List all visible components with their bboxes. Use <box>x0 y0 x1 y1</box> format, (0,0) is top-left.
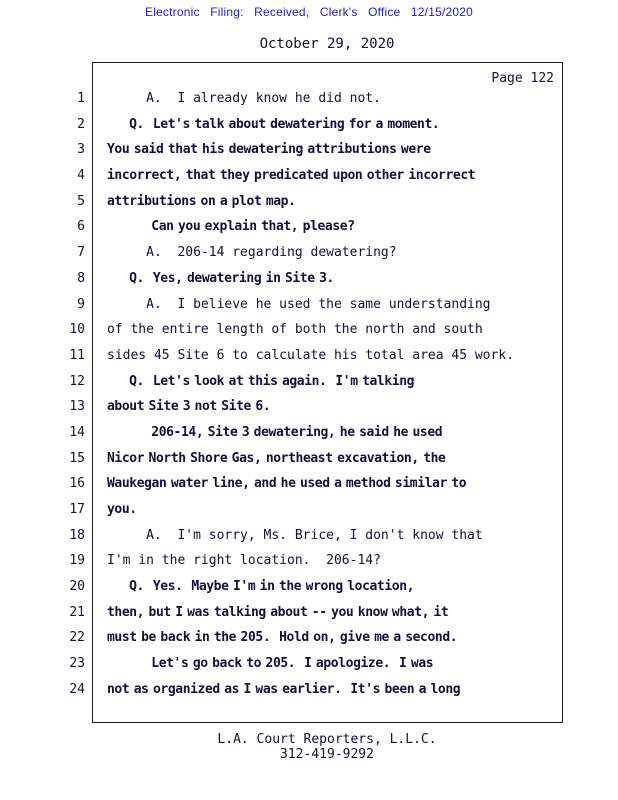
transcript-line: 17 you. <box>0 502 562 528</box>
transcript-line: 16 Waukegan water line, and he used a met… <box>0 476 562 502</box>
transcript-page-border <box>92 62 563 723</box>
line-number: 21 <box>69 604 85 620</box>
line-text: You said that his dewatering attribution… <box>107 142 431 158</box>
line-text: must be back in the 205. Hold on, give m… <box>107 630 458 646</box>
line-text: then, but I was talking about -- you kno… <box>107 604 449 620</box>
line-number: 14 <box>69 424 85 440</box>
line-number: 22 <box>69 630 85 646</box>
transcript-line: 2 Q. Let's talk about dewatering for a m… <box>0 117 562 143</box>
transcript-lines: 1 A. I already know he did not.2 Q. Let'… <box>0 91 562 708</box>
line-number: 7 <box>77 245 85 261</box>
transcript-line: 6 Can you explain that, please? <box>0 219 562 245</box>
transcript-line: 22 must be back in the 205. Hold on, give… <box>0 630 562 656</box>
transcript-line: 24 not as organized as I was earlier. It'… <box>0 682 562 708</box>
line-text: A. I already know he did not. <box>107 91 381 106</box>
line-number: 3 <box>77 142 85 158</box>
line-number: 9 <box>77 296 85 312</box>
transcript-line: 1 A. I already know he did not. <box>0 91 562 117</box>
transcript-line: 10 of the entire length of both the north… <box>0 322 562 348</box>
line-number: 13 <box>69 399 85 415</box>
line-number: 24 <box>69 681 85 697</box>
line-number: 5 <box>77 193 85 209</box>
transcript-line: 19 I'm in the right location. 206-14? <box>0 553 562 579</box>
transcript-line: 15 Nicor North Shore Gas, northeast excav… <box>0 451 562 477</box>
line-text: I'm in the right location. 206-14? <box>107 553 381 569</box>
line-number: 18 <box>69 527 85 543</box>
line-number: 11 <box>69 347 85 363</box>
reporter-footer: L.A. Court Reporters, L.L.C. 312-419-929… <box>92 732 562 762</box>
line-text: Let's go back to 205. I apologize. I was <box>107 656 434 672</box>
line-text: Q. Yes, dewatering in Site 3. <box>107 270 334 286</box>
line-text: about Site 3 not Site 6. <box>107 399 271 415</box>
transcript-line: 9 A. I believe he used the same understa… <box>0 297 562 323</box>
line-text: A. 206-14 regarding dewatering? <box>107 245 397 261</box>
line-text: A. I believe he used the same understand… <box>107 296 491 312</box>
line-number: 16 <box>69 476 85 492</box>
efiling-stamp: Electronic Filing: Received, Clerk's Off… <box>144 5 473 19</box>
line-number: 20 <box>69 579 85 595</box>
transcript-line: 11 sides 45 Site 6 to calculate his total… <box>0 348 562 374</box>
line-text: you. <box>107 502 137 517</box>
line-number: 1 <box>77 91 85 106</box>
line-text: attributions on a plot map. <box>107 193 296 209</box>
transcript-line: 3 You said that his dewatering attributio… <box>0 142 562 168</box>
line-number: 15 <box>69 450 85 466</box>
line-number: 12 <box>69 373 85 389</box>
line-number: 10 <box>69 322 85 338</box>
line-number: 17 <box>69 502 85 517</box>
line-number: 19 <box>69 553 85 569</box>
line-text: Q. Yes. Maybe I'm in the wrong location, <box>107 579 415 595</box>
line-text: not as organized as I was earlier. It's … <box>107 681 461 697</box>
line-text: of the entire length of both the north a… <box>107 322 483 338</box>
transcript-line: 20 Q. Yes. Maybe I'm in the wrong locati… <box>0 579 562 605</box>
line-text: Can you explain that, please? <box>107 219 355 235</box>
line-text: Waukegan water line, and he used a metho… <box>107 476 467 492</box>
transcript-line: 14 206-14, Site 3 dewatering, he said he… <box>0 425 562 451</box>
transcript-line: 8 Q. Yes, dewatering in Site 3. <box>0 271 562 297</box>
transcript-line: 7 A. 206-14 regarding dewatering? <box>0 245 562 271</box>
page-number-label: Page 122 <box>491 71 554 86</box>
transcript-line: 4 incorrect, that they predicated upon ot… <box>0 168 562 194</box>
line-number: 8 <box>77 270 85 286</box>
line-text: Nicor North Shore Gas, northeast excavat… <box>107 450 446 466</box>
reporter-company: L.A. Court Reporters, L.L.C. <box>217 732 437 747</box>
line-number: 23 <box>69 656 85 672</box>
transcript-line: 12 Q. Let's look at this again. I'm talk… <box>0 374 562 400</box>
transcript-line: 18 A. I'm sorry, Ms. Brice, I don't know… <box>0 528 562 554</box>
reporter-phone: 312-419-9292 <box>280 747 374 762</box>
hearing-date: October 29, 2020 <box>259 36 395 52</box>
line-number: 6 <box>77 219 85 235</box>
line-text: Q. Let's talk about dewatering for a mom… <box>107 116 440 132</box>
line-text: A. I'm sorry, Ms. Brice, I don't know th… <box>107 527 483 543</box>
line-number: 2 <box>77 116 85 132</box>
line-text: incorrect, that they predicated upon oth… <box>107 168 476 184</box>
line-text: sides 45 Site 6 to calculate his total a… <box>107 347 514 363</box>
line-number: 4 <box>77 168 85 184</box>
transcript-line: 23 Let's go back to 205. I apologize. I … <box>0 656 562 682</box>
line-text: 206-14, Site 3 dewatering, he said he us… <box>107 424 443 440</box>
line-text: Q. Let's look at this again. I'm talking <box>107 373 415 389</box>
transcript-line: 21 then, but I was talking about -- you k… <box>0 605 562 631</box>
transcript-line: 5 attributions on a plot map. <box>0 194 562 220</box>
transcript-line: 13 about Site 3 not Site 6. <box>0 399 562 425</box>
